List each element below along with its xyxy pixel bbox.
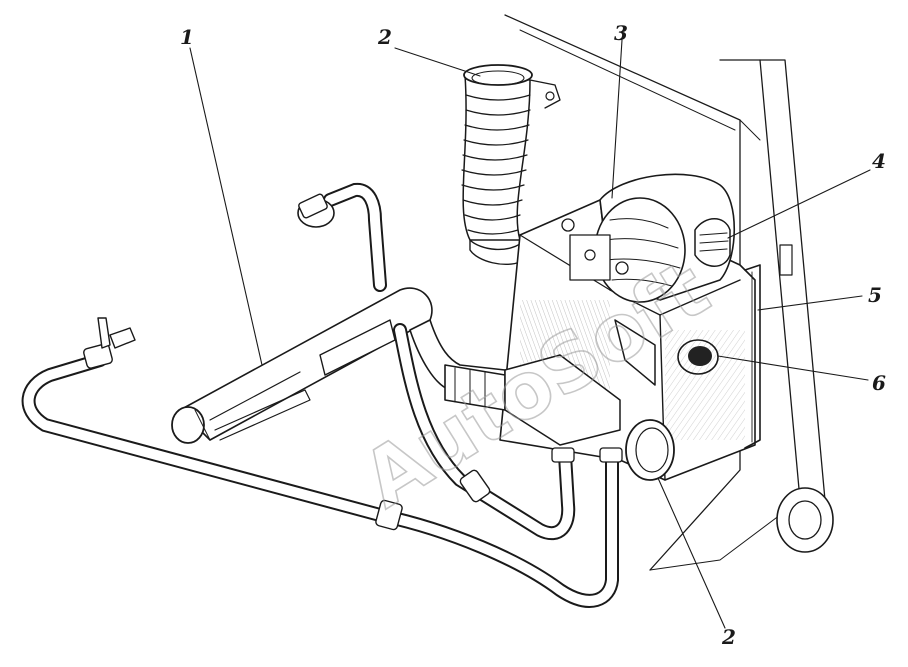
frame-wheel [776,487,834,553]
callout-5: 5 [868,283,882,307]
leader-lines [189,39,871,629]
vehicle-frame [504,14,834,571]
pipe-valve [297,193,335,228]
vent-grille-4 [694,218,731,267]
side-opening-6 [614,319,719,386]
frame-bracket [779,244,793,276]
motor-terminal-box [569,234,611,281]
clamp-bolt [545,91,555,101]
coolant-pipes [21,182,623,608]
fan-motor [561,173,735,303]
callout-1: 1 [180,25,194,49]
duct-end-cap [171,406,205,444]
callout-2-bottom: 2 [721,625,736,649]
side-flap [614,319,656,386]
pipe-tap [97,317,136,349]
distribution-duct-1 [171,287,621,446]
callout-6: 6 [872,371,886,395]
callout-3: 3 [614,21,628,45]
outlet-duct [625,419,675,481]
callout-4: 4 [872,149,886,173]
callout-2-top: 2 [377,25,392,49]
